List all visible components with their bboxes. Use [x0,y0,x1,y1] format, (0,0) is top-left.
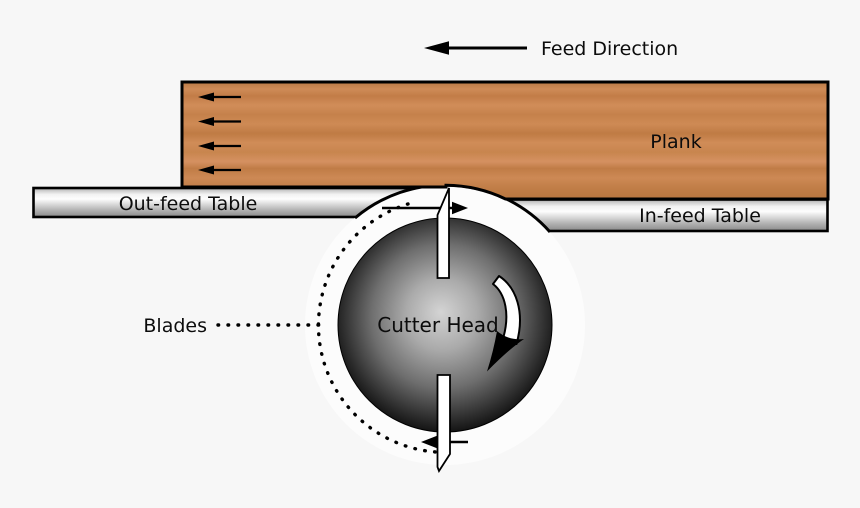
feed-direction-label: Feed Direction [541,38,678,60]
feed-direction-arrow-icon [424,41,449,55]
in-feed-table-label: In-feed Table [639,205,761,227]
rotation-arrow-icon [487,275,524,372]
plank-feed-arrowheads [198,92,214,175]
plank-feed-arrows [213,95,241,172]
out-feed-table-label: Out-feed Table [119,193,258,215]
top-blade [436,187,450,279]
plank-label: Plank [650,131,701,153]
bottom-blade [436,374,451,473]
feed-direction-group: Feed Direction [424,38,678,60]
blade-circle-dotted-arc [316,202,438,454]
blades-label: Blades [143,315,207,337]
cutter-head-label: Cutter Head [377,313,499,337]
plank [180,80,830,201]
